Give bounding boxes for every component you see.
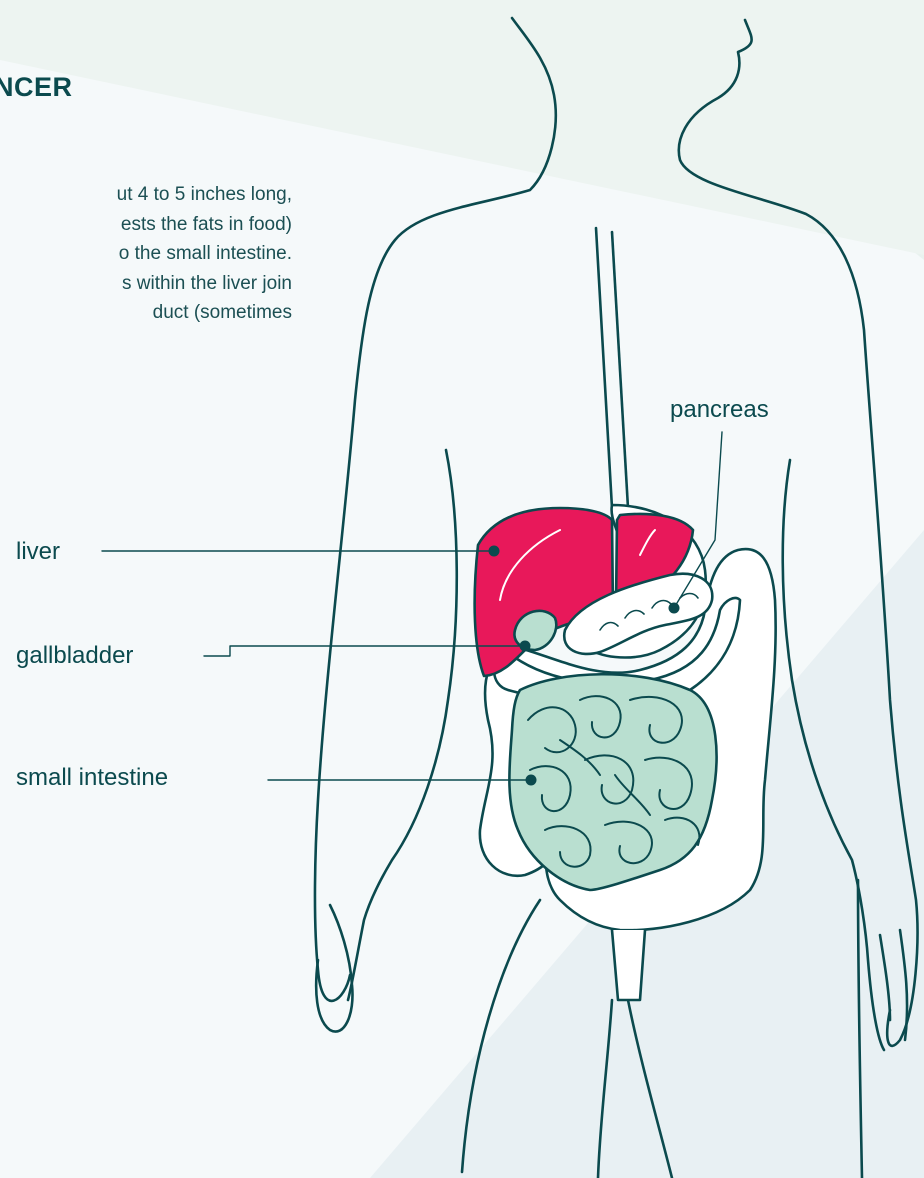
hand-outline	[880, 935, 890, 1020]
leg-outline	[628, 1000, 672, 1178]
esophagus	[612, 232, 628, 508]
leg-outline	[858, 880, 862, 1178]
marker-dot	[520, 641, 531, 652]
marker-dot	[669, 603, 680, 614]
small-intestine	[509, 674, 716, 890]
label-gallbladder: gallbladder	[16, 642, 133, 670]
esophagus	[596, 228, 612, 508]
arm-outline	[348, 450, 457, 1000]
label-liver: liver	[16, 538, 60, 566]
hand-outline	[900, 930, 907, 1040]
label-pancreas: pancreas	[670, 396, 769, 424]
label-small-intestine: small intestine	[16, 764, 168, 792]
arm-outline	[783, 460, 884, 1050]
marker-dot	[489, 546, 500, 557]
leg-outline	[598, 1000, 612, 1178]
hand-outline	[316, 905, 352, 1032]
rectum	[612, 930, 645, 1000]
marker-dot	[526, 775, 537, 786]
leg-outline	[462, 900, 540, 1172]
